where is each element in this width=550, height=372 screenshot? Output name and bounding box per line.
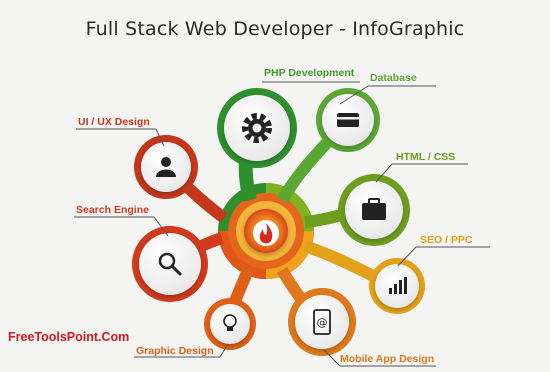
mobile-icon: @ xyxy=(313,309,331,335)
label-search-engine: Search Engine xyxy=(76,204,149,216)
brand-watermark: FreeToolsPoint.Com xyxy=(8,330,130,344)
flame-icon xyxy=(253,220,279,246)
page-title: Full Stack Web Developer - InfoGraphic xyxy=(85,18,465,40)
gear-icon xyxy=(242,113,272,143)
svg-text:@: @ xyxy=(317,316,328,329)
node-mobile xyxy=(288,288,356,356)
label-database: Database xyxy=(370,72,417,84)
label-seo-ppc: SEO / PPC xyxy=(420,234,473,246)
magnifier-icon xyxy=(158,252,182,276)
label-html-css: HTML / CSS xyxy=(396,151,456,163)
leader-lines xyxy=(74,81,490,367)
node-graphic xyxy=(204,298,256,350)
lightbulb-icon xyxy=(223,314,237,331)
hub xyxy=(218,183,314,279)
user-icon xyxy=(156,157,176,177)
node-search xyxy=(132,226,208,302)
bar-chart-icon xyxy=(389,277,407,294)
label-mobile-app-design: Mobile App Design xyxy=(340,353,435,365)
database-icon xyxy=(337,113,359,127)
label-php-development: PHP Development xyxy=(264,67,355,79)
briefcase-icon xyxy=(362,198,386,220)
label-ui-ux-design: UI / UX Design xyxy=(78,116,150,128)
label-graphic-design: Graphic Design xyxy=(136,345,214,357)
